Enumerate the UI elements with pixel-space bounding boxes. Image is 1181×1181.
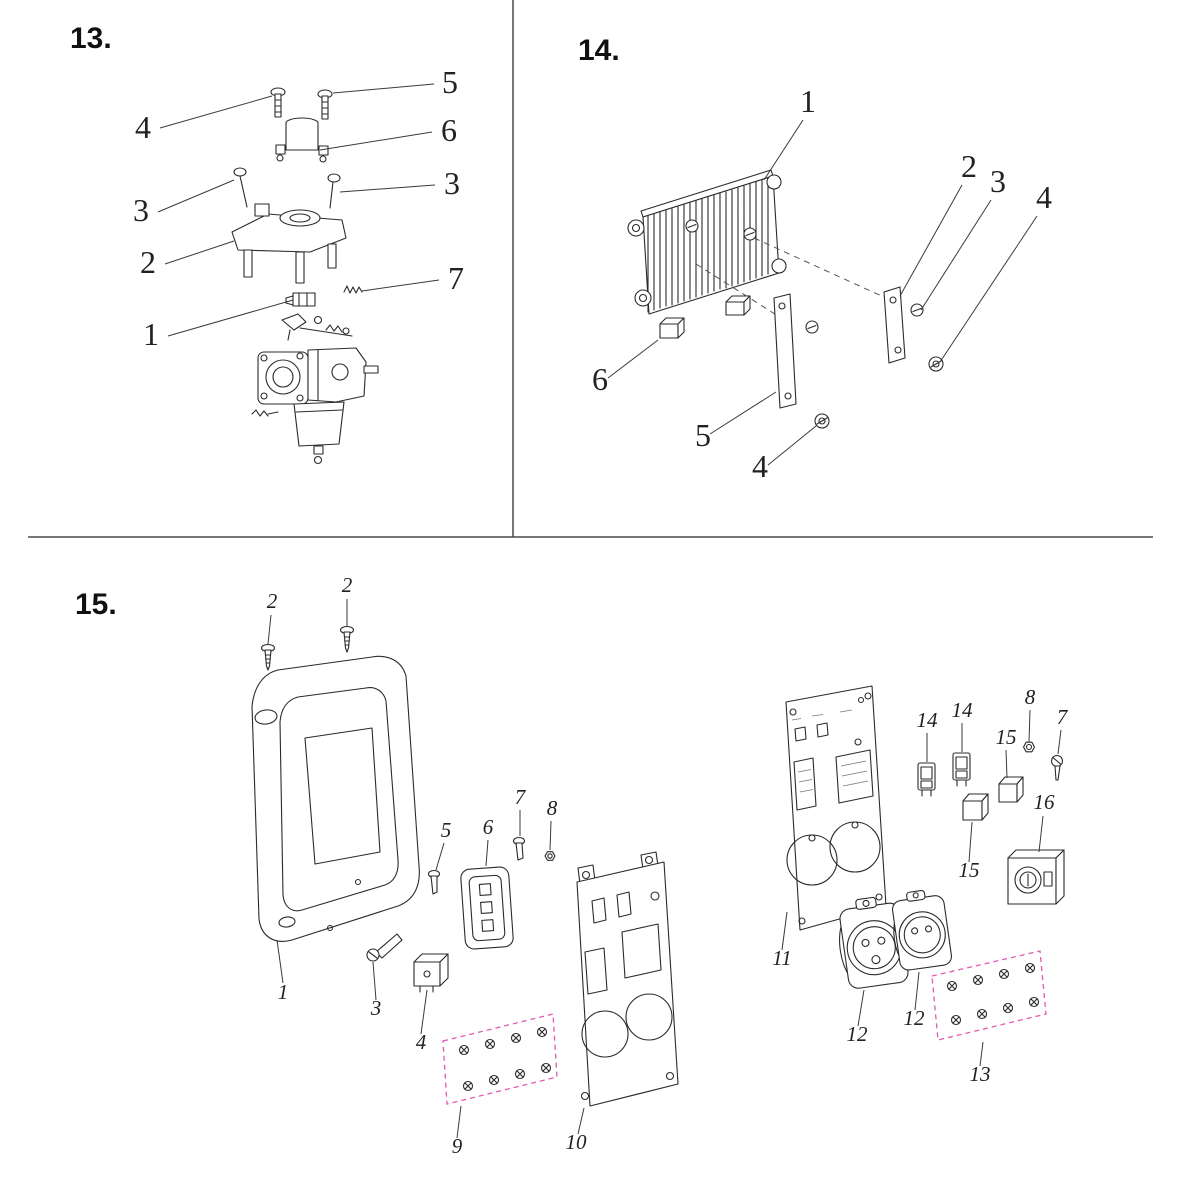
carburetor-assembly [231, 87, 379, 465]
callout-label: 8 [1025, 685, 1036, 709]
callout-label: 4 [416, 1030, 427, 1054]
long-screw [327, 173, 341, 209]
callout-label: 15 [996, 725, 1017, 749]
carburetor-body [251, 313, 379, 465]
hex-nut [1022, 741, 1036, 753]
bolt [805, 320, 819, 334]
long-screw [233, 167, 248, 208]
callout-label: 9 [452, 1134, 463, 1158]
callout-label: 3 [990, 163, 1006, 199]
section-15: 15. [75, 573, 1069, 1158]
section-13-title: 13. [70, 22, 112, 55]
callout-label: 10 [566, 1130, 588, 1154]
callout-label: 2 [342, 573, 353, 597]
pan-head-screw [270, 87, 286, 118]
spring [343, 285, 363, 294]
cover-cap [998, 776, 1024, 803]
control-panel-plate [785, 685, 887, 931]
section-14-callouts: 1 2 3 4 6 5 4 [592, 83, 1052, 484]
callout-label: 7 [448, 260, 464, 296]
primer-cup [275, 117, 329, 163]
rocker-switch [917, 762, 936, 797]
tapping-screw [260, 643, 276, 671]
callout-label: 1 [143, 316, 159, 352]
bolt-with-washer [928, 356, 944, 372]
section-13-callouts: 5 4 6 3 3 2 7 1 [133, 64, 464, 352]
small-screw [1050, 754, 1064, 781]
callout-label: 7 [1057, 705, 1069, 729]
callout-label: 5 [695, 417, 711, 453]
hex-nut [544, 851, 556, 861]
small-screw [427, 869, 441, 895]
mounting-boss [627, 219, 645, 237]
bolt-with-washer [814, 413, 830, 429]
terminal-block [659, 317, 685, 339]
heat-sink-outline [642, 175, 780, 315]
pan-head-screw [317, 89, 333, 120]
stopper-clip [285, 292, 316, 307]
callout-label: 2 [961, 148, 977, 184]
callout-label: 1 [278, 980, 289, 1004]
section-15-title: 15. [75, 588, 117, 621]
callout-label: 6 [483, 815, 494, 839]
callout-label: 13 [970, 1062, 991, 1086]
screw-set-outline [442, 1013, 558, 1105]
callout-label: 12 [847, 1022, 869, 1046]
callout-label: 4 [1036, 179, 1052, 215]
insulator-spacer [231, 203, 347, 284]
bracket-strip [773, 293, 797, 409]
switch-block [413, 953, 449, 993]
section-15-callouts: 2 2 1 3 4 5 6 7 8 9 10 11 12 12 13 14 14… [267, 573, 1069, 1158]
key-switch [1007, 849, 1065, 905]
small-screw [512, 836, 526, 861]
callout-label: 3 [133, 192, 149, 228]
callout-label: 6 [592, 361, 608, 397]
callout-label: 3 [370, 996, 382, 1020]
face-screw [685, 219, 699, 233]
terminal-block [725, 295, 751, 316]
ac-socket [839, 896, 909, 989]
cover-cap [962, 793, 989, 821]
rocker-switch [952, 752, 971, 787]
mounting-boss [766, 174, 782, 190]
callout-label: 14 [952, 698, 974, 722]
callout-label: 11 [772, 946, 791, 970]
ac-socket [891, 889, 952, 971]
callout-label: 12 [904, 1006, 926, 1030]
alignment-line [695, 263, 779, 317]
section-14-title: 14. [578, 34, 620, 67]
callout-label: 4 [752, 448, 768, 484]
handle-frame [251, 655, 420, 942]
callout-label: 14 [917, 708, 939, 732]
callout-label: 5 [442, 64, 458, 100]
alignment-line [753, 237, 887, 299]
callout-label: 6 [441, 112, 457, 148]
callout-label: 4 [135, 109, 151, 145]
callout-label: 2 [140, 244, 156, 280]
panel-dividers [28, 0, 1153, 538]
callout-label: 15 [959, 858, 980, 882]
bracket-strip [883, 286, 906, 364]
section-13: 13. [70, 22, 464, 465]
machine-screw [366, 933, 403, 962]
callout-label: 1 [800, 83, 816, 119]
mounting-boss [634, 289, 652, 307]
callout-label: 16 [1034, 790, 1056, 814]
mounting-boss [771, 258, 787, 274]
callout-label: 5 [441, 818, 452, 842]
screw-set-outline [931, 950, 1047, 1041]
callout-label: 7 [515, 785, 527, 809]
heat-sink-assembly [627, 169, 887, 317]
callout-label: 2 [267, 589, 278, 613]
callout-label: 8 [547, 796, 558, 820]
heat-sink-fins [647, 177, 769, 313]
connector-housing [460, 866, 514, 950]
tapping-screw [339, 625, 355, 653]
section-14: 14. [578, 34, 1052, 484]
callout-label: 3 [444, 165, 460, 201]
sub-panel [576, 851, 679, 1107]
